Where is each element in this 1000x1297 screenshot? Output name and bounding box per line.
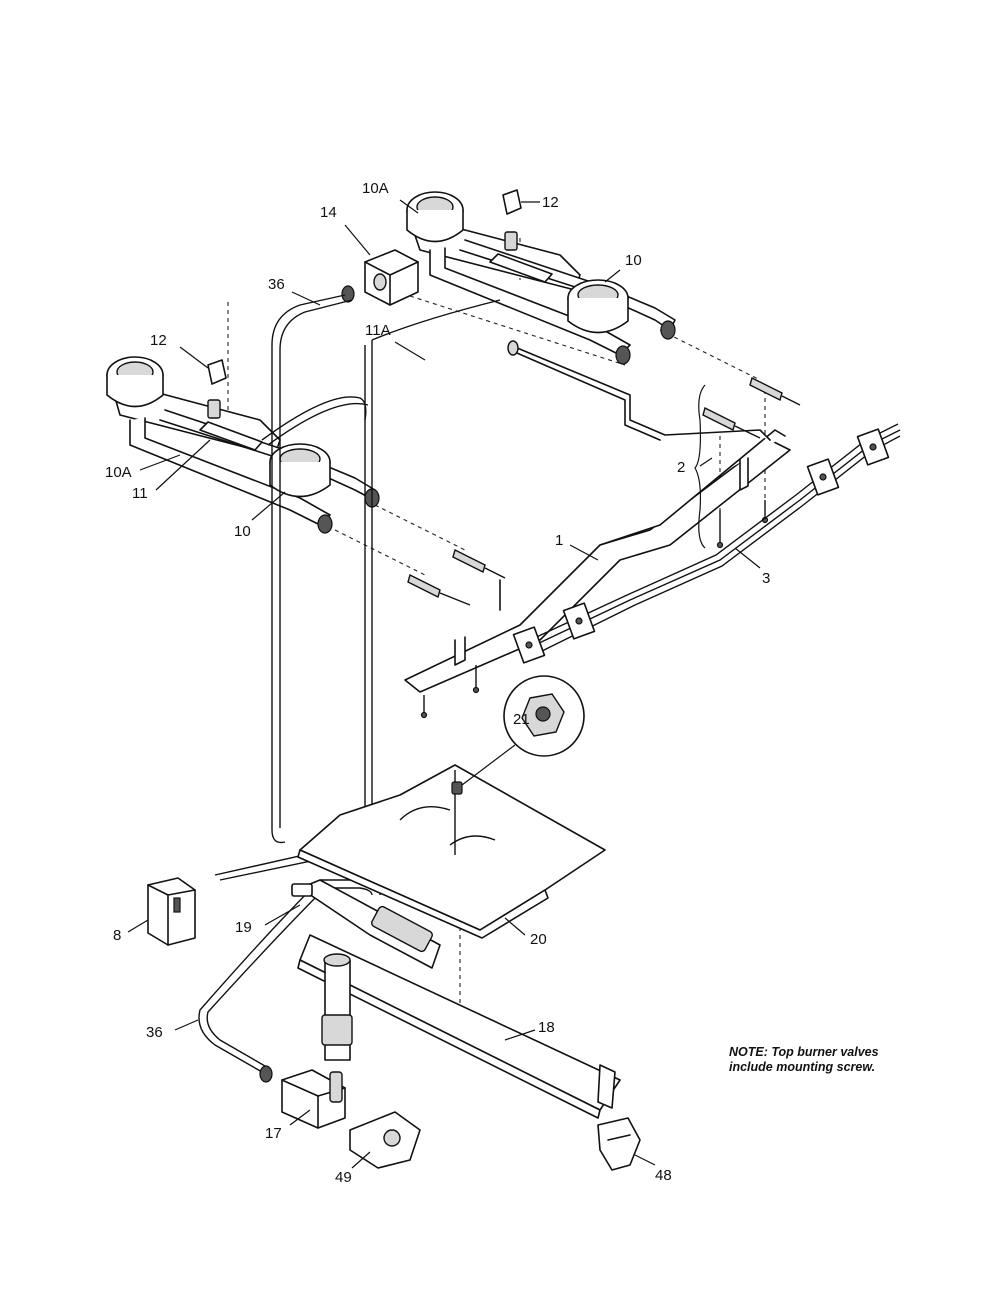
callout-1: 1 [555,532,563,549]
callout-20: 20 [530,931,547,948]
mounting-note: NOTE: Top burner valves include mounting… [729,1045,879,1075]
callout-10a-right: 10A [362,180,389,197]
valve-bracket [349,1111,421,1169]
callout-21: 21 [513,711,530,728]
callout-10a-left: 10A [105,464,132,481]
hex-nut-detail [461,675,585,786]
callout-labels: 1 2 3 8 10 10 10A 10A 11 11A 12 12 14 17… [105,180,770,1186]
callout-17: 17 [265,1125,282,1142]
callout-3: 3 [762,570,770,587]
callout-49: 49 [335,1169,352,1186]
note-line-2: include mounting screw. [729,1060,876,1074]
callout-2: 2 [677,459,685,476]
callout-36-top: 36 [268,276,285,293]
leader-lines [127,199,761,1169]
callout-10-left: 10 [234,523,251,540]
bottom-burner-shield [297,764,606,939]
callout-8: 8 [113,927,121,944]
callout-12-right: 12 [542,194,559,211]
top-burner-valves [407,376,801,606]
igniter-bake [291,879,441,969]
callout-12-left: 12 [150,332,167,349]
callout-14: 14 [320,204,337,221]
callout-11a: 11A [365,322,391,339]
pressure-regulator [341,249,419,306]
callout-36-bottom: 36 [146,1024,163,1041]
bake-burner [297,934,621,1119]
callout-48: 48 [655,1167,672,1184]
callout-19: 19 [235,919,252,936]
ignition-harness [512,423,901,664]
left-burner-assembly [106,356,380,534]
safety-valve [281,1069,346,1129]
callout-10-right: 10 [625,252,642,269]
spark-module [147,877,196,946]
rear-bracket [597,1117,641,1171]
right-burner-assembly [406,189,676,365]
note-line-1: NOTE: Top burner valves [729,1045,879,1059]
callout-18: 18 [538,1019,555,1036]
callout-11: 11 [132,485,148,502]
manifold-pipe [404,340,791,719]
